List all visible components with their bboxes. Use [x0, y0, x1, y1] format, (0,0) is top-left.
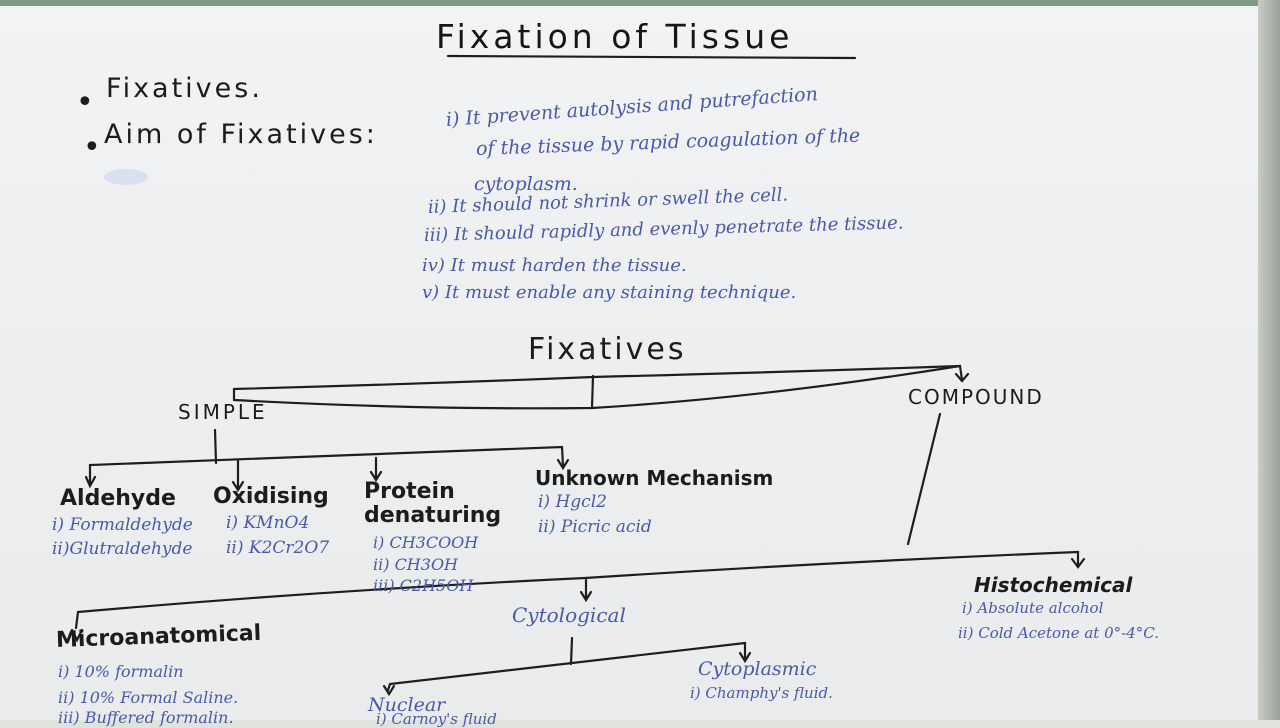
simple-branch — [88, 445, 565, 472]
root-connector — [232, 364, 964, 402]
title-underline — [446, 54, 857, 60]
compound-label: Compound — [908, 385, 1044, 409]
simple-link — [232, 364, 962, 410]
aim-line: v) It must enable any staining technique… — [422, 282, 797, 303]
aim-line: cytoplasm. — [474, 173, 578, 195]
fixatives-bullet: Fixatives. — [106, 73, 263, 104]
fixatives-root: Fixatives — [528, 332, 687, 367]
aldehyde-item: i) Formaldehyde — [52, 515, 193, 535]
protein-item: iii) C2H5OH — [373, 576, 474, 595]
unknown-label: Unknown Mechanism — [535, 466, 774, 490]
cytoplasmic-item: i) Champhy's fluid. — [690, 684, 833, 702]
simple-stem — [213, 428, 218, 465]
aldehyde-item: ii)Glutraldehyde — [52, 539, 193, 559]
microanatomical-item: iii) Buffered formalin. — [58, 708, 234, 727]
histochemical-label: Histochemical — [974, 573, 1133, 597]
aim-label: Aim of Fixatives: — [104, 119, 378, 150]
unknown-item: ii) Picric acid — [538, 517, 652, 537]
cytoplasmic-label: Cytoplasmic — [698, 658, 817, 680]
histochemical-item: i) Absolute alcohol — [962, 599, 1104, 617]
aldehyde-label: Aldehyde — [60, 486, 176, 511]
oxidising-label: Oxidising — [213, 484, 329, 509]
oxidising-item: ii) K2Cr2O7 — [226, 538, 330, 558]
nuclear-label: Nuclear — [368, 694, 446, 716]
protein-item: ii) CH3OH — [373, 555, 459, 574]
microanatomical-item: ii) 10% Formal Saline. — [58, 688, 239, 707]
histochemical-item: ii) Cold Acetone at 0°-4°C. — [958, 624, 1159, 642]
bullet-dot-2: • — [83, 130, 101, 165]
root-stem — [590, 374, 595, 410]
cytological-label: Cytological — [512, 603, 626, 627]
compound-stem — [906, 412, 942, 546]
protein-label-line2: denaturing — [364, 503, 502, 528]
protein-item: i) CH3COOH — [373, 533, 479, 552]
microanatomical-item: i) 10% formalin — [58, 662, 184, 681]
bullet-dot-1: • — [76, 85, 94, 120]
board-frame-right — [1258, 0, 1280, 720]
simple-label: Simple — [178, 400, 268, 424]
aim-line: iv) It must harden the tissue. — [422, 255, 687, 276]
compound-branch — [74, 550, 1080, 630]
cytological-branch — [386, 641, 747, 692]
unknown-item: i) Hgcl2 — [538, 492, 607, 512]
cytological-stem — [569, 636, 574, 666]
board-frame-top — [0, 0, 1280, 6]
oxidising-item: i) KMnO4 — [226, 513, 310, 533]
page-title: Fixation of Tissue — [436, 17, 794, 56]
protein-label-line1: Protein — [364, 479, 455, 504]
